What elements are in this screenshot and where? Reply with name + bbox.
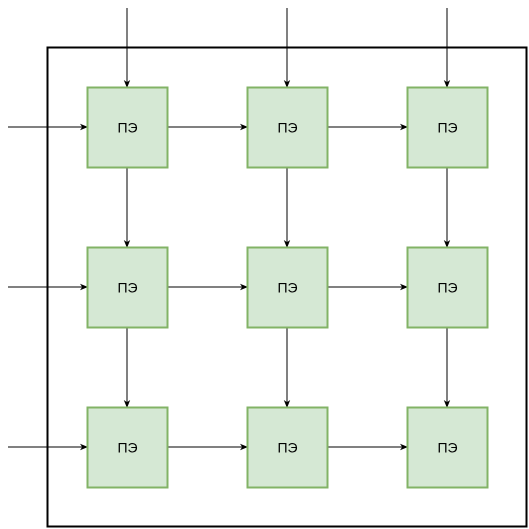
connections	[8, 8, 451, 451]
pe-cell-r1-c1: ПЭ	[86, 86, 169, 169]
pe-box	[246, 406, 329, 489]
pe-cell-r3-c1: ПЭ	[86, 406, 169, 489]
pe-box	[246, 86, 329, 169]
pe-cell-r3-c2: ПЭ	[246, 406, 329, 489]
pe-label: ПЭ	[437, 280, 457, 296]
pe-cell-r2-c3: ПЭ	[406, 246, 489, 329]
pe-label: ПЭ	[437, 440, 457, 456]
pe-label: ПЭ	[277, 440, 297, 456]
pe-box	[86, 406, 169, 489]
pe-label: ПЭ	[277, 120, 297, 136]
pe-cell-r1-c3: ПЭ	[406, 86, 489, 169]
pe-label: ПЭ	[437, 120, 457, 136]
pe-box	[406, 406, 489, 489]
pe-box	[86, 246, 169, 329]
processing-elements: ПЭ ПЭ ПЭ ПЭ ПЭ ПЭ ПЭ ПЭ ПЭ	[86, 86, 489, 489]
pe-cell-r2-c2: ПЭ	[246, 246, 329, 329]
pe-label: ПЭ	[277, 280, 297, 296]
pe-label: ПЭ	[117, 440, 137, 456]
pe-box	[406, 86, 489, 169]
pe-box	[406, 246, 489, 329]
pe-box	[86, 86, 169, 169]
pe-box	[246, 246, 329, 329]
pe-label: ПЭ	[117, 280, 137, 296]
pe-cell-r3-c3: ПЭ	[406, 406, 489, 489]
pe-cell-r2-c1: ПЭ	[86, 246, 169, 329]
pe-label: ПЭ	[117, 120, 137, 136]
pe-cell-r1-c2: ПЭ	[246, 86, 329, 169]
